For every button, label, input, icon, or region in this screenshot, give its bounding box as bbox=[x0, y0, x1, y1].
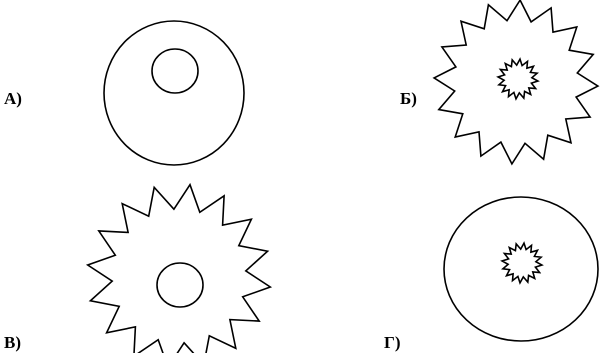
option-v-inner-circle bbox=[156, 262, 204, 308]
option-b-inner-star bbox=[496, 57, 540, 101]
option-v: В) bbox=[4, 182, 273, 353]
option-a: А) bbox=[4, 20, 245, 166]
option-a-inner-circle bbox=[151, 48, 199, 94]
option-g-label: Г) bbox=[384, 333, 400, 352]
option-g-inner-star bbox=[500, 241, 544, 285]
option-v-label: В) bbox=[4, 333, 21, 352]
option-b: Б) bbox=[400, 0, 600, 166]
option-g: Г) bbox=[384, 196, 599, 352]
option-a-label: А) bbox=[4, 89, 22, 108]
option-b-label: Б) bbox=[400, 89, 417, 108]
option-v-outer-star bbox=[85, 182, 273, 353]
option-g-outer-circle bbox=[443, 196, 599, 342]
option-a-outer-circle bbox=[103, 20, 245, 166]
option-b-outer-star bbox=[432, 0, 600, 166]
